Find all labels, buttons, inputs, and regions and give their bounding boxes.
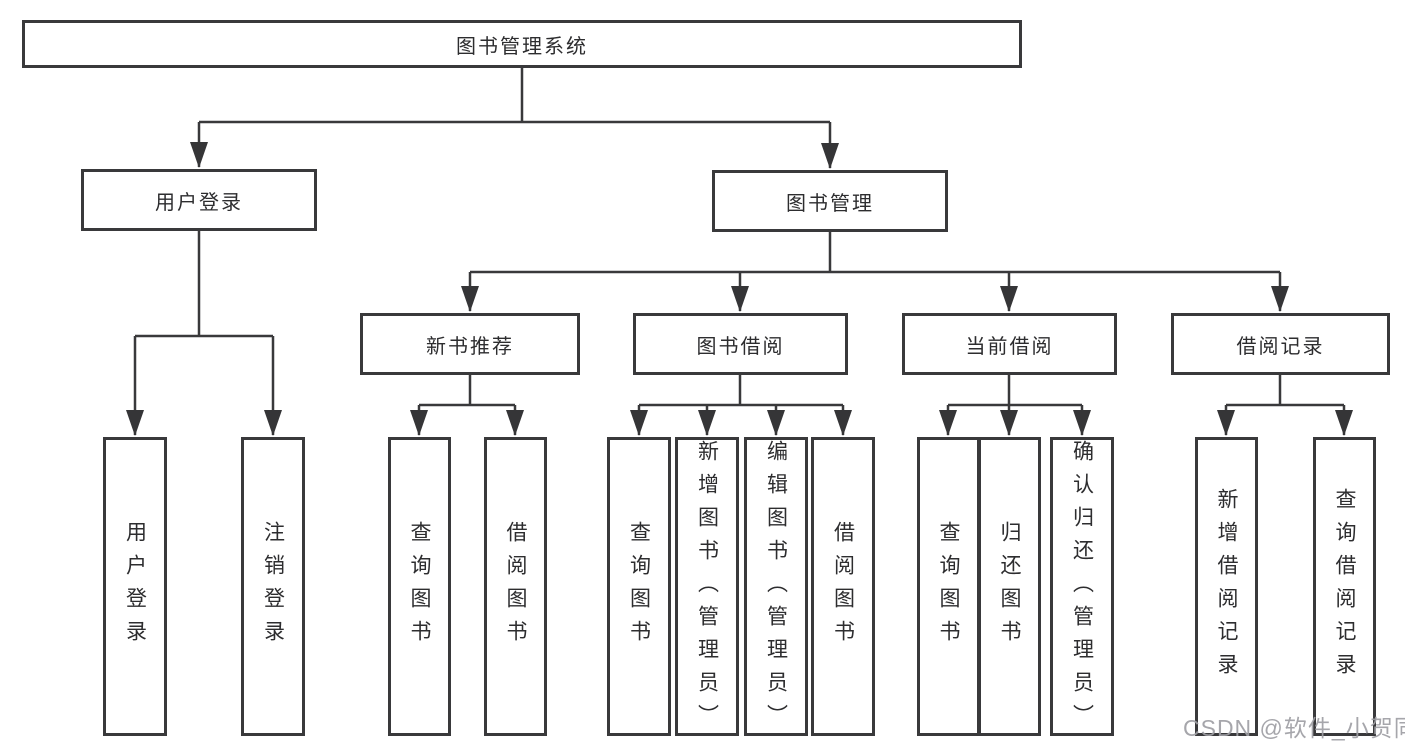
node-new-book-recommendation: 新书推荐 [360, 313, 580, 375]
leaf-label: 查询借阅记录 [1333, 487, 1356, 686]
node-book-borrowing: 图书借阅 [633, 313, 848, 375]
node-book-management: 图书管理 [712, 170, 948, 232]
node-library-management-system: 图书管理系统 [22, 20, 1022, 68]
leaf-logout: 注销登录 [241, 437, 305, 736]
leaf-borrow-books: 借阅图书 [811, 437, 875, 736]
leaf-label: 用户登录 [123, 520, 147, 653]
leaf-query-books-borrowing: 查询图书 [607, 437, 671, 736]
leaf-query-borrow-record: 查询借阅记录 [1313, 437, 1376, 736]
leaf-label: 查询图书 [627, 520, 651, 653]
watermark: CSDN @软件_小贺同学 [1183, 715, 1405, 741]
leaf-query-books-recommend: 查询图书 [388, 437, 451, 736]
leaf-label: 新增借阅记录 [1215, 487, 1238, 686]
node-label: 图书管理 [786, 192, 874, 215]
node-label: 图书管理系统 [456, 35, 588, 58]
node-borrowing-records: 借阅记录 [1171, 313, 1390, 375]
leaf-label: 新增图书（管理员） [695, 440, 719, 737]
leaf-confirm-return-admin: 确认归还（管理员） [1050, 437, 1114, 737]
leaf-add-books-admin: 新增图书（管理员） [675, 437, 739, 737]
leaf-label: 查询图书 [937, 520, 960, 653]
leaf-return-books: 归还图书 [978, 437, 1041, 736]
node-label: 新书推荐 [426, 335, 514, 358]
leaf-label: 归还图书 [998, 520, 1021, 653]
leaf-label: 确认归还（管理员） [1070, 440, 1094, 737]
leaf-user-login: 用户登录 [103, 437, 167, 736]
node-label: 图书借阅 [696, 335, 785, 358]
node-label: 借阅记录 [1236, 335, 1325, 358]
node-label: 当前借阅 [965, 335, 1054, 358]
node-current-borrowing: 当前借阅 [902, 313, 1117, 375]
leaf-label: 注销登录 [261, 520, 285, 653]
node-user-login: 用户登录 [81, 169, 317, 231]
leaf-borrow-books-recommend: 借阅图书 [484, 437, 547, 736]
leaf-label: 查询图书 [408, 520, 431, 653]
leaf-query-books-current: 查询图书 [917, 437, 980, 736]
leaf-add-borrow-record: 新增借阅记录 [1195, 437, 1258, 736]
leaf-edit-books-admin: 编辑图书（管理员） [744, 437, 808, 737]
node-label: 用户登录 [155, 191, 243, 214]
leaf-label: 编辑图书（管理员） [764, 440, 788, 737]
leaf-label: 借阅图书 [504, 520, 527, 653]
leaf-label: 借阅图书 [831, 520, 855, 653]
